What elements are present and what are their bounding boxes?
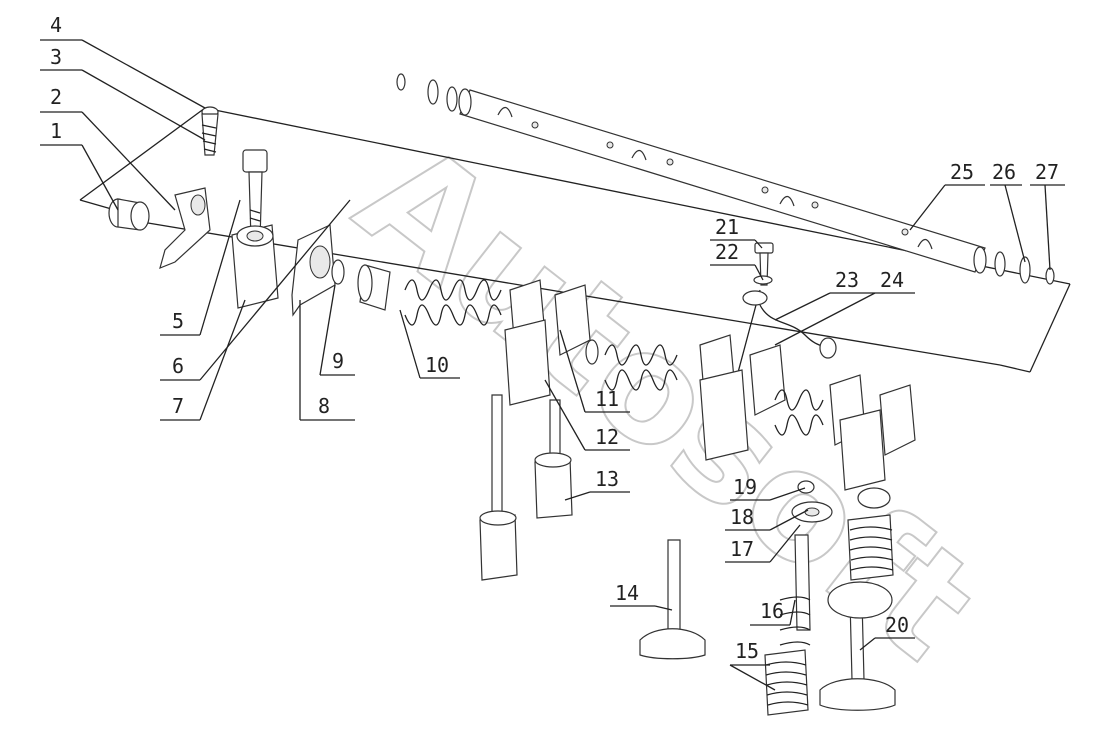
callout-19: 19 — [733, 475, 757, 499]
callout-1: 1 — [50, 119, 62, 143]
callout-8: 8 — [318, 394, 330, 418]
callout-9: 9 — [332, 349, 344, 373]
callout-6: 6 — [172, 354, 184, 378]
callout-3: 3 — [50, 45, 62, 69]
callout-23: 23 — [835, 268, 859, 292]
callout-18: 18 — [730, 505, 754, 529]
callout-15: 15 — [735, 639, 759, 663]
callout-25: 25 — [950, 160, 974, 184]
callout-7: 7 — [172, 394, 184, 418]
shaft-brackets — [504, 319, 886, 491]
left-end-parts — [108, 106, 279, 309]
push-rods-and-tappets — [479, 394, 573, 581]
callout-24: 24 — [880, 268, 904, 292]
callout-labels: 4 3 2 1 5 6 7 8 9 10 11 12 13 14 15 16 1… — [50, 13, 1059, 663]
callout-12: 12 — [595, 425, 619, 449]
shaft-end-rings — [396, 73, 1055, 285]
callout-14: 14 — [615, 581, 639, 605]
callout-17: 17 — [730, 537, 754, 561]
rocker-shaft — [458, 88, 987, 274]
callout-22: 22 — [715, 240, 739, 264]
callout-2: 2 — [50, 85, 62, 109]
shaft-springs — [331, 259, 824, 436]
callout-5: 5 — [172, 309, 184, 333]
oil-pipe-assembly — [742, 242, 837, 359]
callout-27: 27 — [1035, 160, 1059, 184]
callout-16: 16 — [760, 599, 784, 623]
valve-assemblies — [639, 480, 896, 716]
callout-10: 10 — [425, 353, 449, 377]
callout-13: 13 — [595, 467, 619, 491]
callout-20: 20 — [885, 613, 909, 637]
callout-21: 21 — [715, 215, 739, 239]
callout-26: 26 — [992, 160, 1016, 184]
callout-4: 4 — [50, 13, 62, 37]
callout-11: 11 — [595, 387, 619, 411]
callout-leaders — [40, 39, 1065, 691]
rocker-arms — [291, 224, 916, 456]
